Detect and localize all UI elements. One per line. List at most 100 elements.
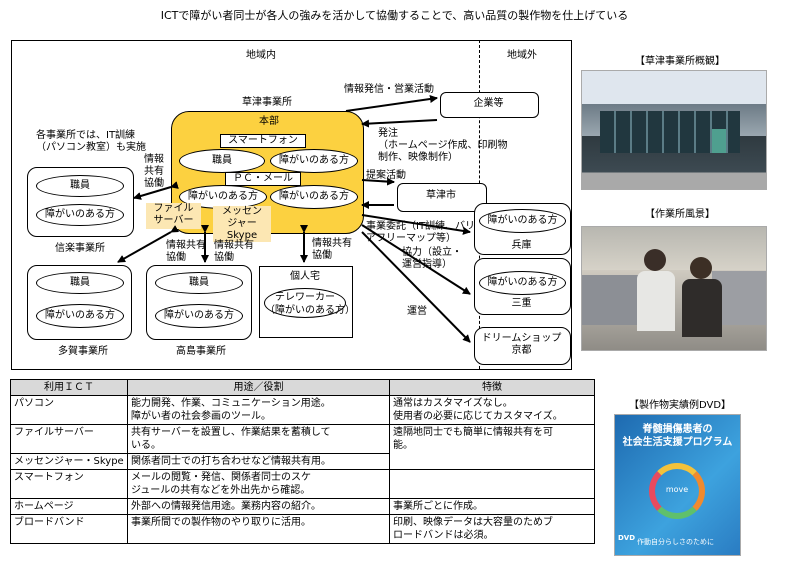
table-header-feature: 特徴 — [389, 379, 595, 396]
table-row: パソコン 能力開発、作業、コミュニケーション用途。 障がい者の社会参画のツール。… — [10, 395, 595, 425]
table-cell-use: 能力開発、作業、コミュニケーション用途。 障がい者の社会参画のツール。 — [127, 395, 390, 425]
honbu-label: 本部 — [259, 116, 279, 127]
arrow-honbu-city — [361, 177, 395, 186]
kusatsu-city-box — [397, 183, 487, 212]
table-cell-feature: 事業所ごとに作成。 — [389, 498, 595, 515]
hyogo-label: 兵庫 — [511, 240, 532, 251]
takashima-office-label: 高島事業所 — [176, 346, 226, 357]
shiraku-disabled-label: 障がいのある方 — [45, 209, 115, 220]
table-cell-ict: ブロードバンド — [10, 514, 128, 544]
company-label: 企業等 — [473, 98, 504, 109]
messenger-box: メッセン ジャー Skype — [213, 206, 271, 242]
pc-mail-label: ＰＣ・メール — [225, 172, 301, 186]
hyogo-disabled-label: 障がいのある方 — [487, 215, 558, 226]
table-header-use: 用途／役割 — [127, 379, 390, 396]
info-share-label-takashima: 情報共有 協働 — [214, 240, 254, 263]
honbu-disabled-ellipse-1: 障がいのある方 — [270, 149, 358, 173]
proposal-label: 提案活動 — [366, 170, 406, 181]
honbu-disabled-label-3: 障がいのある方 — [279, 191, 349, 202]
takashima-disabled-label: 障がいのある方 — [164, 310, 234, 321]
table-cell-use: 事業所間での製作物のやり取りに活用。 — [127, 514, 390, 544]
smartphone-label: スマートフォン — [220, 134, 306, 148]
table-cell-use: 関係者同士での打ち合わせなど情報共有用。 — [127, 453, 390, 470]
table-row: ブロードバンド 事業所間での製作物のやり取りに活用。 印刷、映像データは大容量の… — [10, 514, 595, 544]
table-cell-ict: ファイルサーバー — [10, 424, 128, 454]
table-header-row: 利用ＩＣＴ 用途／役割 特徴 — [10, 379, 595, 396]
dvd-sub: 作動自分らしさのために — [637, 538, 714, 546]
honbu-disabled-label-1: 障がいのある方 — [279, 155, 349, 166]
arrow-honbu-mie — [361, 224, 471, 295]
workplace-caption: 【作業所風景】 — [645, 209, 715, 220]
dream-shop-box — [474, 327, 571, 365]
shiraku-disabled-ellipse: 障がいのある方 — [36, 204, 124, 226]
office-exterior-photo — [581, 70, 767, 190]
honbu-disabled-label-2: 障がいのある方 — [188, 191, 258, 202]
taga-disabled-label: 障がいのある方 — [45, 310, 115, 321]
file-server-box: ファイル サーバー — [146, 203, 201, 229]
shiraku-office-label: 信楽事業所 — [55, 243, 105, 254]
takashima-staff-label: 職員 — [189, 277, 209, 288]
arrow-honbu-shiraku — [133, 181, 179, 200]
order-label: 発注 （ホームページ作成、印刷物 制作、映像制作） — [378, 128, 508, 163]
dvd-cover-photo: 脊髄損傷患者の 社会生活支援プログラム move 作動自分らしさのために DVD — [614, 414, 741, 556]
dvd-caption: 【製作物実績例DVD】 — [628, 400, 732, 411]
arrow-honbu-hyogo — [361, 214, 471, 235]
table-cell-use: 共有サーバーを設置し、作業結果を蓄積して いる。 — [127, 424, 390, 454]
taga-staff-ellipse: 職員 — [36, 272, 124, 294]
table-header-ict: 利用ＩＣＴ — [10, 379, 128, 396]
mie-label: 三重 — [511, 298, 532, 309]
taga-office-label: 多賀事業所 — [58, 346, 108, 357]
honbu-staff-label: 職員 — [212, 155, 232, 166]
home-teleworker-label: テレワーカー （障がいのある方） — [265, 292, 355, 316]
kusatsu-office-label: 草津事業所 — [242, 97, 292, 108]
table-cell-feature: 通常はカスタマイズなし。 使用者の必要に応じてカスタマイズ。 — [389, 395, 595, 425]
workplace-photo — [581, 226, 767, 351]
table-cell-feature: 印刷、映像データは大容量のためブ ロードバンドは必須。 — [389, 514, 595, 544]
table-cell-use: 外部への情報発信用途。業務内容の紹介。 — [127, 498, 390, 515]
shiraku-staff-label: 職員 — [70, 180, 90, 191]
dvd-badge: DVD — [618, 534, 636, 542]
diagram-frame — [11, 40, 572, 370]
table-cell-use: メールの閲覧・発信、関係者同士のスケ ジュールの共有などを外出先から確認。 — [127, 469, 390, 499]
cooperation-label: 協力（設立・ 運営指導） — [402, 247, 462, 270]
dvd-title: 脊髄損傷患者の 社会生活支援プログラム — [622, 424, 733, 448]
table-cell-feature — [389, 469, 595, 499]
overview-caption: 【草津事業所概観】 — [635, 56, 725, 67]
area-outside-label: 地域外 — [507, 50, 537, 61]
page-title: ICTで障がい者同士が各人の強みを活かして協働することで、高い品質の製作物を仕上… — [160, 9, 629, 22]
takashima-disabled-ellipse: 障がいのある方 — [155, 304, 243, 328]
table-cell-ict: メッセンジャー・Skype — [10, 453, 128, 470]
table-row: ホームページ 外部への情報発信用途。業務内容の紹介。 事業所ごとに作成。 — [10, 498, 595, 515]
table-row: スマートフォン メールの閲覧・発信、関係者同士のスケ ジュールの共有などを外出先… — [10, 469, 595, 499]
commission-label: 事業委託（IT訓練、バリ アフリーマップ等） — [366, 221, 476, 244]
dvd-emblem-ring — [649, 463, 705, 519]
dvd-center-text: move — [665, 485, 689, 494]
home-title: 個人宅 — [290, 271, 320, 282]
table-cell-feature: 遠隔地同士でも簡単に情報共有を可 能。 — [389, 424, 595, 470]
kusatsu-city-label: 草津市 — [426, 190, 456, 201]
honbu-staff-ellipse: 職員 — [179, 149, 265, 173]
takashima-staff-ellipse: 職員 — [155, 272, 243, 294]
operation-label: 運営 — [407, 306, 427, 317]
dream-shop-label: ドリームショップ 京都 — [481, 333, 562, 356]
table-row: ファイルサーバー 共有サーバーを設置し、作業結果を蓄積して いる。 遠隔地同士で… — [10, 424, 595, 470]
mie-disabled-ellipse: 障がいのある方 — [479, 271, 566, 295]
arrow-company-honbu — [361, 119, 438, 128]
each-office-note: 各事業所では、IT訓練 （パソコン教室）も実施 — [36, 130, 146, 153]
info-send-label: 情報発信・営業活動 — [344, 84, 434, 95]
honbu-disabled-ellipse-3: 障がいのある方 — [270, 185, 358, 209]
arrow-honbu-dream — [361, 231, 471, 343]
shiraku-staff-ellipse: 職員 — [36, 175, 124, 197]
arrow-honbu-taga — [117, 225, 180, 263]
taga-staff-label: 職員 — [70, 277, 90, 288]
hyogo-disabled-ellipse: 障がいのある方 — [479, 209, 566, 233]
table-cell-ict: パソコン — [10, 395, 128, 425]
table-cell-ict: ホームページ — [10, 498, 128, 515]
area-inside-label: 地域内 — [246, 50, 276, 61]
arrow-honbu-company — [345, 95, 438, 112]
company-box — [440, 92, 539, 118]
home-teleworker-ellipse: テレワーカー （障がいのある方） — [264, 288, 355, 318]
ict-table: 利用ＩＣＴ 用途／役割 特徴 パソコン 能力開発、作業、コミュニケーション用途。… — [10, 379, 595, 544]
table-cell-ict: スマートフォン — [10, 469, 128, 499]
